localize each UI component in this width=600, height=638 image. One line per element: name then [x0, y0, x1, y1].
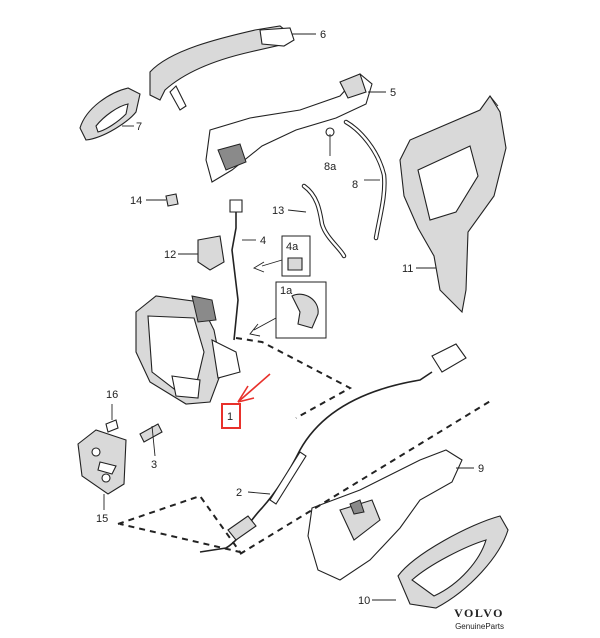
leader-13 [287, 209, 307, 213]
inner-handle-bezel [397, 515, 509, 609]
lock-rod [343, 119, 387, 241]
callout-4: 4 [260, 235, 266, 247]
callout-7: 7 [136, 121, 142, 133]
handle-bezel [79, 87, 141, 141]
callout-13: 13 [272, 205, 284, 217]
screw-small [105, 404, 119, 433]
callout-11: 11 [402, 263, 413, 275]
callout-14: 14 [130, 195, 142, 207]
callout-9: 9 [478, 463, 484, 475]
routing-line-lower [117, 494, 243, 554]
callout-1: 1 [227, 411, 233, 423]
callout-6: 6 [320, 29, 326, 41]
brand-subtitle: GenuineParts [455, 622, 504, 631]
release-cable [199, 343, 467, 553]
callout-2: 2 [236, 487, 242, 499]
routing-line-upper [235, 337, 353, 419]
callout-3: 3 [151, 459, 157, 471]
inner-handle-assembly [307, 449, 463, 581]
brand-logo: VOLVO GenuineParts [454, 606, 504, 631]
leader-2 [247, 491, 271, 495]
callout-12: 12 [164, 249, 176, 261]
callout-1a: 1a [280, 285, 293, 297]
callout-8: 8 [352, 179, 358, 191]
clip [197, 235, 225, 271]
callout-8a: 8a [324, 161, 337, 173]
screw-14 [165, 193, 179, 207]
link-rod [229, 199, 243, 341]
callout-4a: 4a [286, 241, 299, 253]
routing-line-right [239, 399, 493, 555]
highlight-arrowhead [237, 385, 255, 403]
inset-4a [252, 235, 311, 277]
door-lock [135, 295, 241, 405]
handle-carrier [205, 73, 373, 183]
outer-door-handle [149, 25, 295, 111]
brand-name: VOLVO [454, 606, 504, 620]
callout-15: 15 [96, 513, 108, 525]
lock-cover [399, 95, 507, 314]
highlight-arrow [237, 373, 271, 403]
inset-1a [249, 281, 327, 339]
cable-guide [301, 183, 347, 259]
highlight-box-1 [221, 403, 241, 429]
callout-10: 10 [358, 595, 370, 607]
callout-16: 16 [106, 389, 118, 401]
screw [139, 423, 163, 457]
striker-plate [77, 429, 127, 495]
callout-5: 5 [390, 87, 396, 99]
